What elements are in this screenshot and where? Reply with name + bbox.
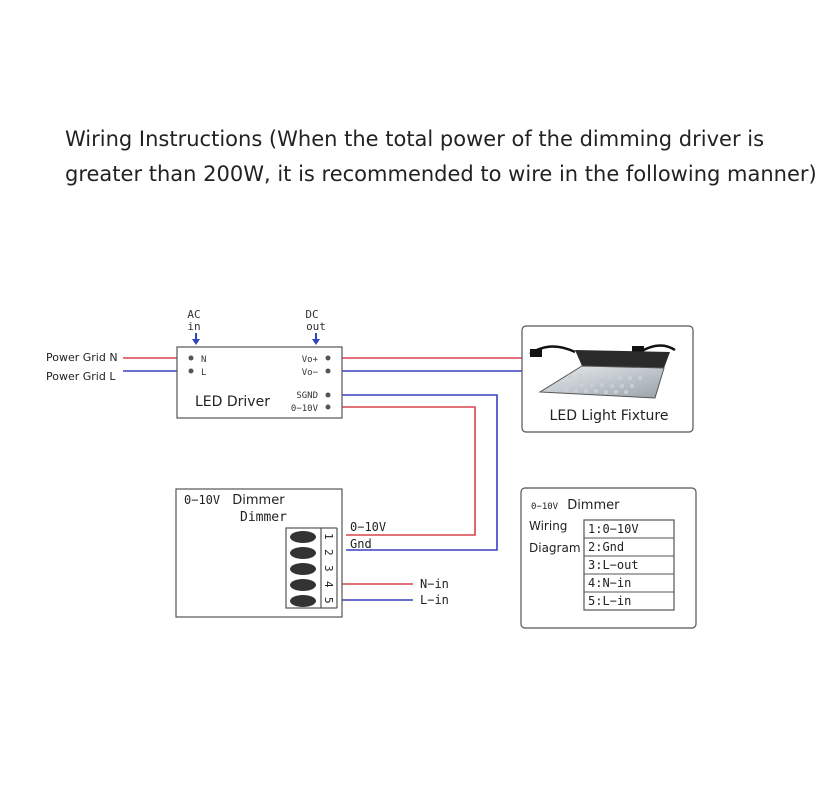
legend-title-word: Dimmer: [567, 498, 620, 513]
power-grid-n-label: Power Grid N: [46, 351, 118, 364]
led-floodlight-icon: [529, 344, 676, 399]
pin-number: 2: [322, 549, 335, 556]
screw-icon: [290, 563, 316, 575]
led-light-fixture: LED Light Fixture: [521, 325, 694, 433]
dc-out-arrow-icon: [312, 333, 320, 345]
heading-line-2: greater than 200W, it is recommended to …: [65, 162, 817, 186]
terminal-sgnd-label: SGND: [296, 391, 318, 401]
screw-icon: [290, 579, 316, 591]
legend-title: 0−10V Dimmer: [531, 494, 620, 513]
wire-sgnd: [328, 394, 498, 551]
terminal-sgnd-dot: [325, 392, 331, 398]
wire-label-n-in: N−in: [420, 577, 449, 591]
legend-row: 4:N−in: [588, 576, 631, 590]
fixture-name: LED Light Fixture: [550, 408, 669, 424]
legend-row: 2:Gnd: [588, 540, 624, 554]
heading-line-1: Wiring Instructions (When the total powe…: [65, 127, 765, 151]
terminal-screws: [290, 531, 316, 607]
wire-0-10v: [328, 406, 476, 536]
legend-label-diagram: Diagram: [529, 541, 581, 555]
terminal-0-10v-dot: [325, 404, 331, 410]
legend-row: 3:L−out: [588, 558, 639, 572]
legend-title-prefix: 0−10V: [531, 502, 559, 512]
legend-row: 1:0−10V: [588, 522, 639, 536]
wire-label-gnd: Gnd: [350, 537, 372, 551]
screw-icon: [290, 547, 316, 559]
terminal-vo-plus-dot: [325, 355, 331, 361]
terminal-l-dot: [188, 368, 194, 374]
dc-label: DC: [305, 308, 318, 321]
legend-table: 1:0−10V 2:Gnd 3:L−out 4:N−in 5:L−in: [583, 519, 675, 611]
ac-in-arrow-icon: [192, 333, 200, 345]
terminal-l-label: L: [201, 368, 206, 378]
pin-number: 5: [322, 597, 335, 604]
terminal-vo-plus-label: Vo+: [302, 355, 319, 365]
dimmer-title-word: Dimmer: [232, 493, 285, 508]
dimmer: 0−10V Dimmer Dimmer 1 2 3 4 5 0−10V Gnd …: [175, 488, 449, 618]
wires: [123, 357, 526, 601]
power-grid-l-label: Power Grid L: [46, 370, 116, 383]
dimmer-title-prefix: 0−10V: [184, 493, 220, 507]
wiring-instructions-heading: Wiring Instructions (When the total powe…: [65, 122, 817, 192]
terminal-n-label: N: [201, 355, 206, 365]
terminal-n-dot: [188, 355, 194, 361]
legend-label-wiring: Wiring: [529, 519, 567, 533]
terminal-0-10v-label: 0−10V: [291, 404, 319, 414]
led-driver-name: LED Driver: [195, 394, 270, 410]
ac-label: AC: [187, 308, 200, 321]
pin-number: 1: [322, 533, 335, 540]
dimmer-subtitle: Dimmer: [240, 510, 287, 525]
in-label: in: [187, 320, 200, 333]
wiring-diagram: Power Grid N Power Grid L AC in DC out N…: [46, 308, 697, 629]
out-label: out: [306, 320, 326, 333]
pin-number: 4: [322, 581, 335, 588]
dimmer-title: 0−10V Dimmer: [184, 493, 285, 508]
led-driver: AC in DC out N L Vo+ Vo− SGND 0−10V LED …: [176, 308, 343, 419]
led-driver-box: [176, 346, 343, 419]
legend-row: 5:L−in: [588, 594, 631, 608]
terminal-vo-minus-label: Vo−: [302, 368, 319, 378]
screw-icon: [290, 531, 316, 543]
wire-label-0-10v: 0−10V: [350, 520, 386, 534]
pin-numbers: 1 2 3 4 5: [322, 533, 335, 604]
screw-icon: [290, 595, 316, 607]
pin-number: 3: [322, 565, 335, 572]
wiring-legend: 0−10V Dimmer Wiring Diagram 1:0−10V 2:Gn…: [520, 487, 697, 629]
wire-label-l-in: L−in: [420, 593, 449, 607]
terminal-vo-minus-dot: [325, 368, 331, 374]
